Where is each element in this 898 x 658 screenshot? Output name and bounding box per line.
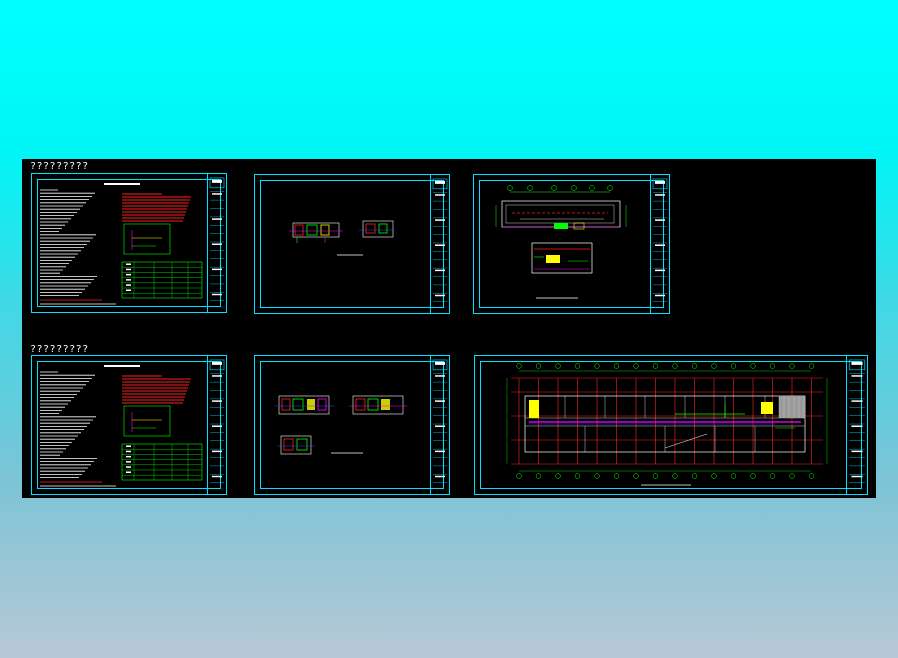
system-diagram-3 — [277, 435, 315, 455]
building-outline — [495, 200, 627, 230]
title-block — [430, 175, 449, 313]
sheet-inner-frame — [480, 361, 862, 489]
drawing-sheet-plan-1[interactable] — [473, 174, 670, 314]
row-2-title: ????????? — [30, 344, 89, 355]
system-diagram-2 — [359, 220, 395, 238]
system-diagram-drawing — [289, 220, 395, 256]
system-diagram-drawing — [275, 395, 407, 455]
grid-axis-top — [507, 185, 613, 193]
design-notes-drawing — [40, 183, 203, 305]
drawing-sheet-notes-2[interactable] — [31, 355, 227, 495]
drawing-sheet-plan-2[interactable] — [474, 355, 868, 495]
sheet-inner-frame — [479, 180, 664, 308]
cad-model-space[interactable]: ????????? — [22, 159, 876, 498]
drawing-sheet-system-2[interactable] — [254, 355, 450, 495]
sheet-inner-frame — [37, 361, 221, 489]
sheet-inner-frame — [260, 361, 444, 489]
system-diagram-1 — [275, 395, 335, 415]
plan-drawing — [495, 185, 627, 299]
drawing-sheet-system-1[interactable] — [254, 174, 450, 314]
building-annex — [531, 242, 593, 274]
design-notes-drawing — [40, 365, 203, 487]
row-1-title: ????????? — [30, 161, 89, 172]
title-block — [207, 356, 226, 494]
sheet-inner-frame — [260, 180, 444, 308]
title-block — [650, 175, 669, 313]
system-diagram-2 — [349, 395, 407, 415]
floor-plan-drawing — [506, 363, 828, 486]
title-block — [207, 174, 226, 312]
title-block — [846, 356, 867, 494]
drawing-sheet-notes-1[interactable] — [31, 173, 227, 313]
system-diagram-1 — [289, 222, 343, 243]
sheet-inner-frame — [37, 179, 221, 307]
title-block — [430, 356, 449, 494]
